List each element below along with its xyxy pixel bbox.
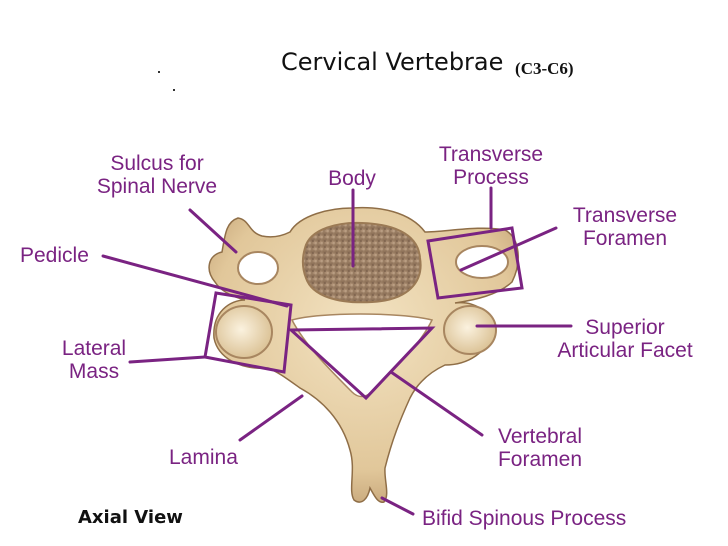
leader-sulcus bbox=[188, 208, 238, 254]
label-vertebral-foramen: Vertebral Foramen bbox=[497, 425, 583, 471]
left-transverse-foramen-shape bbox=[237, 251, 279, 285]
stray-dot-1 bbox=[158, 71, 160, 73]
label-lamina: Lamina bbox=[169, 446, 238, 469]
stray-dot-2 bbox=[173, 89, 175, 91]
label-sulcus-for-spinal-nerve: Sulcus for Spinal Nerve bbox=[96, 152, 218, 198]
left-articular-facet-shape bbox=[215, 305, 273, 359]
page-title: Cervical Vertebrae (C3-C6) bbox=[281, 48, 574, 78]
label-bifid-spinous-process: Bifid Spinous Process bbox=[422, 507, 627, 530]
right-articular-facet-shape bbox=[443, 305, 497, 355]
label-lateral-mass: Lateral Mass bbox=[61, 337, 127, 383]
title-text: Cervical Vertebrae bbox=[281, 48, 504, 76]
leader-lateral-mass bbox=[128, 355, 207, 364]
leader-bifid-spinous-process bbox=[380, 496, 415, 516]
leader-transverse-foramen bbox=[459, 226, 558, 272]
vertebral-body-shape bbox=[301, 221, 422, 304]
label-transverse-foramen: Transverse Foramen bbox=[572, 204, 678, 250]
view-label: Axial View bbox=[78, 507, 183, 528]
transverse-foramen-box bbox=[426, 226, 524, 300]
leader-lamina bbox=[238, 394, 304, 442]
label-body: Body bbox=[328, 167, 376, 190]
label-superior-articular-facet: Superior Articular Facet bbox=[557, 316, 693, 362]
vertebral-foramen-triangle bbox=[287, 326, 436, 401]
title-range: (C3-C6) bbox=[515, 59, 574, 78]
leader-vertebral-foramen bbox=[389, 370, 484, 437]
leader-pedicle bbox=[101, 254, 289, 308]
label-pedicle: Pedicle bbox=[20, 244, 89, 267]
label-transverse-process: Transverse Process bbox=[438, 143, 544, 189]
